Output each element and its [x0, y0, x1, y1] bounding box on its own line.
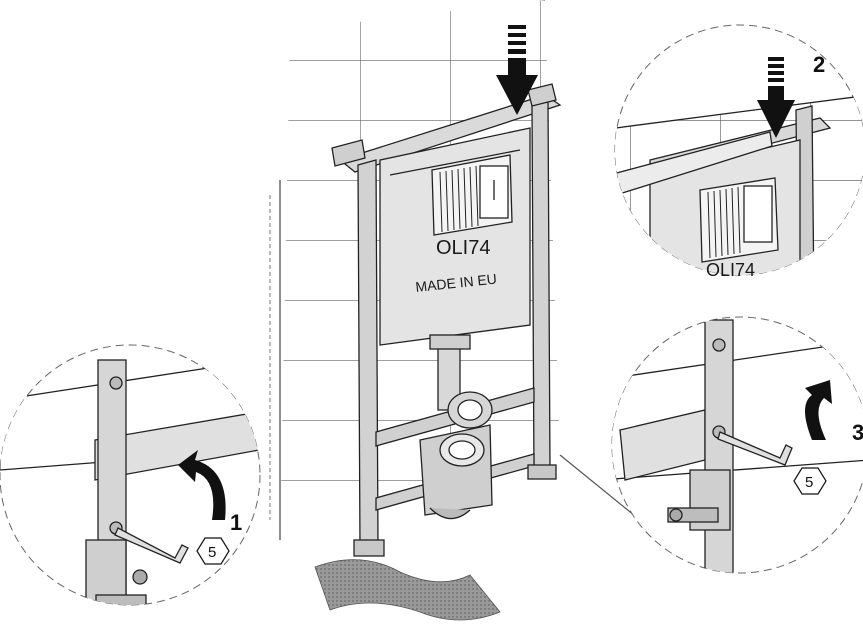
step-1-label: 1: [230, 510, 242, 535]
step-3-label: 3: [852, 420, 863, 445]
hex-size-icon: 5: [793, 467, 827, 495]
down-arrow-icon: [496, 25, 538, 115]
hex-size-text: 5: [208, 544, 216, 561]
hex-size-text: 5: [805, 474, 813, 491]
step-2-label: 2: [813, 52, 825, 77]
cistern: [379, 127, 531, 520]
detail-top-circle: [614, 24, 863, 276]
down-arrow-icon: [757, 57, 795, 138]
detail-top-model-text: OLI74: [706, 260, 755, 280]
floor-mat: [314, 559, 501, 621]
curved-arrow-icon: [805, 380, 832, 440]
curved-arrow-icon: [178, 450, 226, 520]
cistern-model-text: OLI74: [436, 237, 490, 259]
detail-left-circle: [0, 344, 261, 606]
hex-key-icon: [717, 431, 793, 466]
hex-size-icon: 5: [196, 537, 230, 565]
hex-key-icon: [114, 527, 189, 564]
detail-right-circle: [611, 316, 863, 574]
installation-frame: [331, 83, 562, 557]
